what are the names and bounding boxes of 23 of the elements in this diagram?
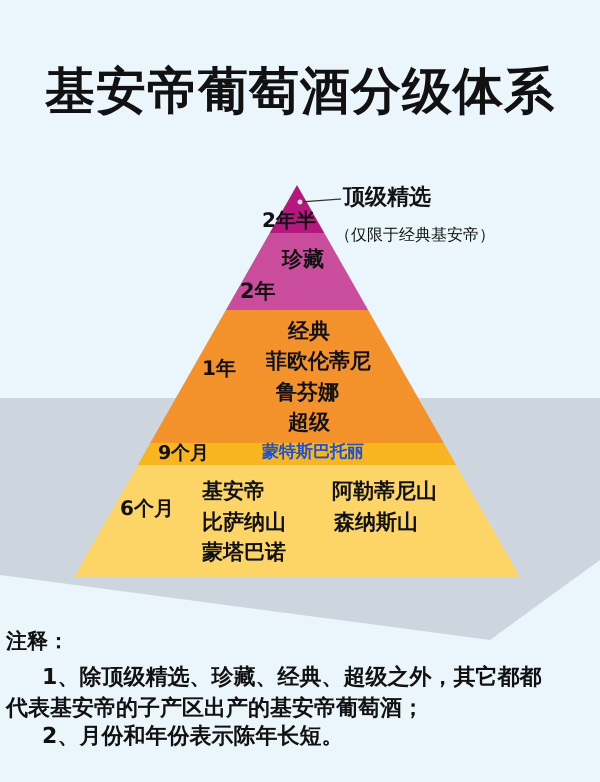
tier-name: 蒙塔巴诺 — [202, 541, 286, 564]
aging-label: 6个月 — [120, 497, 174, 519]
tier-name: 超级 — [288, 411, 330, 434]
callout-note: （仅限于经典基安帝） — [335, 226, 495, 244]
note-text: 2、月份和年份表示陈年长短。 — [41, 725, 344, 750]
tier-name: 鲁芬娜 — [276, 381, 339, 404]
aging-label: 9个月 — [158, 443, 210, 464]
tier-name: 经典 — [288, 320, 330, 344]
aging-label: 2年 — [240, 280, 276, 304]
tier-name: 阿勒蒂尼山 — [332, 480, 437, 504]
tier-name: 基安帝 — [202, 480, 265, 504]
tier-name: 比萨纳山 — [202, 511, 286, 534]
notes-heading: 注释： — [6, 630, 69, 654]
aging-label: 2年半 — [262, 209, 316, 231]
aging-label: 1年 — [202, 357, 236, 379]
note-text: 1、除顶级精选、珍藏、经典、超级之外，其它都都代表基安帝的子产区出产的基安帝葡萄酒； — [6, 664, 542, 723]
tier-name: 蒙特斯巴托丽 — [262, 443, 364, 462]
tier-name: 菲欧伦蒂尼 — [266, 350, 371, 374]
callout-title: 顶级精选 — [343, 186, 431, 210]
tier-name: 森纳斯山 — [334, 511, 418, 534]
leader-line — [298, 198, 342, 204]
tier-name: 珍藏 — [282, 248, 324, 272]
title: 基安帝葡萄酒分级体系 — [44, 61, 556, 122]
